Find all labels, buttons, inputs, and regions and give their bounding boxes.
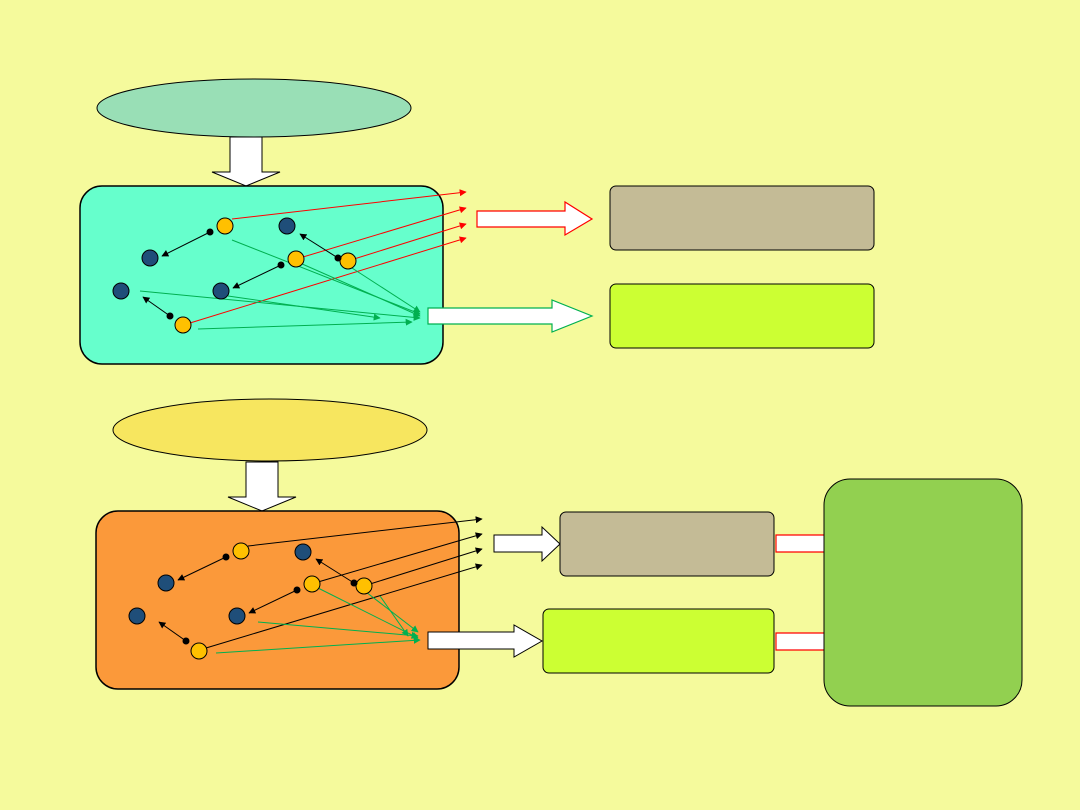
top-blue-node (212, 282, 230, 300)
bottom-box-lime (542, 608, 775, 674)
top-orange-node (339, 252, 357, 270)
bottom-green-link-5 (215, 636, 421, 654)
bottom-down-arrow (227, 461, 297, 512)
bottom-black-link-2 (248, 589, 298, 614)
top-red-block-arrow (476, 200, 594, 237)
bottom-panel-links (158, 516, 483, 654)
bottom-orange-node (303, 575, 321, 593)
top-red-link-1 (231, 189, 467, 220)
top-green-link-3 (351, 267, 421, 313)
right-result-box (823, 478, 1023, 707)
top-junction-dot (277, 261, 285, 269)
top-junction-dot (334, 254, 342, 262)
bottom-orange-node (232, 542, 250, 560)
bottom-green-link-2 (365, 591, 419, 633)
bottom-orange-node (190, 642, 208, 660)
bottom-black-out-2 (317, 532, 483, 583)
bottom-junction-dot (222, 553, 230, 561)
bottom-green-link-3 (379, 595, 409, 637)
top-orange-node (287, 250, 305, 268)
top-box-tan (609, 185, 875, 251)
bottom-black-link-4 (158, 621, 187, 642)
top-panel-links (139, 189, 467, 330)
top-green-link-2 (299, 262, 421, 317)
bottom-junction-dot (350, 579, 358, 587)
bottom-green-link-1 (317, 587, 419, 639)
bottom-black-out-1 (247, 516, 483, 547)
bottom-blue-node (128, 607, 146, 625)
bottom-orange-node (355, 577, 373, 595)
top-junction-dot (166, 312, 174, 320)
bottom-panel-nodes (128, 542, 373, 660)
top-red-link-3 (353, 222, 467, 260)
bottom-blue-node (294, 543, 312, 561)
top-junction-dot (206, 228, 214, 236)
bottom-block-arrow-2 (427, 624, 544, 658)
top-green-link-5 (227, 295, 381, 321)
top-orange-node (216, 217, 234, 235)
top-red-link-4 (189, 236, 467, 324)
bottom-block-arrow-1 (493, 525, 561, 563)
top-black-link-1 (161, 231, 211, 257)
top-network-panel (79, 185, 444, 365)
top-green-block-arrow (427, 299, 594, 333)
top-black-link-3 (299, 233, 339, 259)
bottom-black-out-4 (205, 563, 483, 649)
top-green-link-6 (197, 318, 413, 330)
bottom-blue-node (157, 574, 175, 592)
top-ellipse (96, 78, 412, 138)
top-green-link-4 (139, 290, 421, 321)
top-red-link-2 (302, 206, 467, 258)
top-black-link-4 (142, 296, 171, 317)
bottom-green-link-4 (257, 621, 419, 639)
top-panel-nodes (112, 217, 357, 334)
bottom-black-link-3 (315, 558, 355, 584)
top-blue-node (141, 249, 159, 267)
top-blue-node (112, 282, 130, 300)
bottom-ellipse (112, 398, 428, 462)
bottom-black-link-1 (177, 556, 227, 581)
top-down-arrow (211, 136, 281, 187)
bottom-blue-node (228, 607, 246, 625)
top-black-link-2 (232, 264, 282, 289)
top-box-lime (609, 283, 875, 349)
top-orange-node (174, 316, 192, 334)
bottom-network-panel (95, 510, 460, 690)
top-blue-node (278, 217, 296, 235)
bottom-junction-dot (293, 586, 301, 594)
bottom-junction-dot (182, 637, 190, 645)
bottom-black-out-3 (369, 547, 483, 585)
bottom-box-tan (559, 511, 775, 577)
